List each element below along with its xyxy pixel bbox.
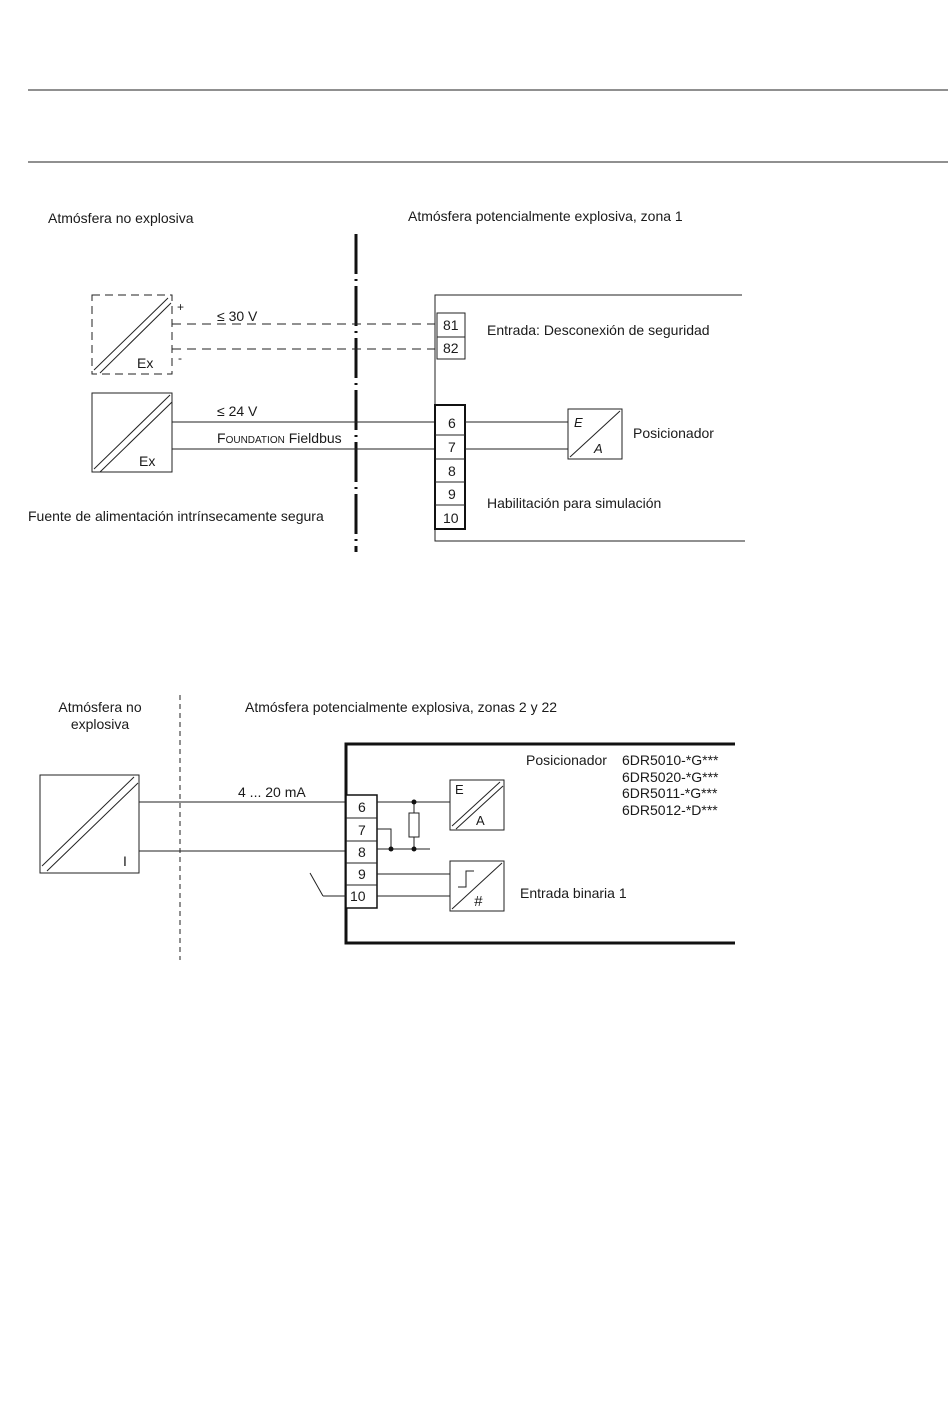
safety-source-ex: Ex <box>137 355 153 371</box>
label-non-explosive-line2: explosiva <box>71 716 130 732</box>
diagram-zone-2: Atmósfera no explosiva Atmósfera potenci… <box>39 695 735 960</box>
simulation-label: Habilitación para simulación <box>487 495 661 511</box>
terminal-2-8-label: 8 <box>358 844 366 860</box>
ea-converter-2-a: A <box>476 813 485 828</box>
fieldbus-source-ex: Ex <box>139 453 155 469</box>
binary-step-symbol <box>458 870 474 888</box>
ea-converter-diagonal-2a <box>451 781 501 827</box>
fieldbus-source-diagonal-2 <box>99 401 173 473</box>
current-source-diagonal <box>41 776 135 867</box>
terminal-8-label: 8 <box>448 463 456 479</box>
model-4: 6DR5012-*D*** <box>622 802 718 818</box>
terminal-82-label: 82 <box>443 340 459 356</box>
voltage-24v: ≤ 24 V <box>217 403 258 419</box>
diagram-zone-1: Atmósfera no explosiva Atmósfera potenci… <box>28 208 745 552</box>
terminal-2-9-label: 9 <box>358 866 366 882</box>
fieldbus-label: FOUNDATION Fieldbus <box>217 430 342 446</box>
safety-shutdown-label: Entrada: Desconexión de seguridad <box>487 322 710 338</box>
binary-input-diagonal <box>451 862 503 910</box>
label-non-explosive-line1: Atmósfera no <box>58 699 141 715</box>
ea-converter-diagonal-2b <box>455 785 504 830</box>
terminal-81-label: 81 <box>443 317 459 333</box>
terminal-6-label: 6 <box>448 415 456 431</box>
terminal-9-label: 9 <box>448 486 456 502</box>
model-3: 6DR5011-*G*** <box>622 785 718 801</box>
minus-sign: - <box>178 351 182 365</box>
safety-source-diagonal <box>93 297 169 371</box>
current-source-mark: I <box>123 853 127 869</box>
current-source-box <box>39 774 140 874</box>
ea-converter-e: E <box>574 415 583 430</box>
terminal-2-7-label: 7 <box>358 822 366 838</box>
current-source-diagonal-2 <box>46 782 139 872</box>
terminal-82 <box>436 336 466 360</box>
supply-label: Fuente de alimentación intrínsecamente s… <box>28 508 324 524</box>
ea-converter-2-e: E <box>455 782 464 797</box>
model-2: 6DR5020-*G*** <box>622 769 719 785</box>
safety-source-box <box>91 294 173 375</box>
terminal-2-10-label: 10 <box>350 888 366 904</box>
ea-converter-diagonal <box>569 410 621 458</box>
terminal-block-2 <box>345 794 378 909</box>
ea-converter-a: A <box>593 441 603 456</box>
label-explosive-zone-2-22: Atmósfera potencialmente explosiva, zona… <box>245 699 557 715</box>
terminal-81 <box>436 312 466 338</box>
plus-sign: + <box>177 300 184 314</box>
ea-converter-box-2 <box>449 779 505 831</box>
binary-hash-symbol: # <box>474 893 483 910</box>
label-non-explosive: Atmósfera no explosiva <box>48 210 194 226</box>
terminal-block <box>434 404 466 530</box>
positioner-label: Posicionador <box>633 425 714 441</box>
fieldbus-source-diagonal <box>93 394 171 470</box>
current-label: 4 ... 20 mA <box>238 784 306 800</box>
model-1: 6DR5010-*G*** <box>622 752 719 768</box>
terminal-10-label: 10 <box>443 510 459 526</box>
terminal-7-label: 7 <box>448 439 456 455</box>
terminal-2-6-label: 6 <box>358 799 366 815</box>
safety-source-diagonal-2 <box>99 302 172 374</box>
positioner-label-2: Posicionador <box>526 752 607 768</box>
voltage-30v: ≤ 30 V <box>217 308 258 324</box>
label-explosive-zone-1: Atmósfera potencialmente explosiva, zona… <box>408 208 683 224</box>
binary-input-label: Entrada binaria 1 <box>520 885 627 901</box>
resistor <box>408 812 420 838</box>
